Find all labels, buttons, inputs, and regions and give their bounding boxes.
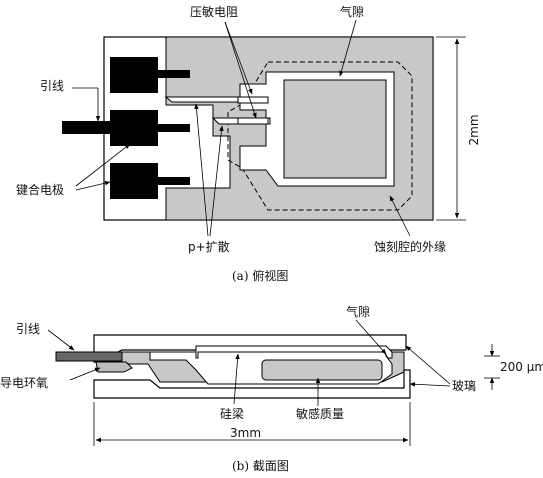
section-view: 200 μm 3mm 引线 气隙 导电环氧 玻璃 硅梁 敏感质量 (b) 截面图	[0, 304, 543, 473]
leader-piezo-a	[224, 21, 253, 95]
height-dim-label: 2mm	[467, 114, 481, 145]
electrode-pin-2	[158, 124, 190, 132]
leader-sec-glass-a	[405, 345, 451, 385]
width-dim-label: 3mm	[230, 426, 261, 440]
silicon-beam-label: 硅梁	[220, 406, 244, 421]
proof-mass-section	[261, 359, 383, 381]
section-view-caption: (b) 截面图	[232, 459, 289, 473]
p-diffusion-label: p+扩散	[188, 239, 230, 254]
conductive-epoxy-label: 导电环氧	[0, 376, 48, 390]
leader-electrode-a	[75, 143, 131, 187]
proof-mass-top	[283, 79, 387, 179]
lead-wire-label: 引线	[40, 79, 64, 93]
top-view-caption: (a) 俯视图	[232, 268, 288, 283]
silicon-beam-section	[195, 345, 393, 359]
sec-lead-wire-label: 引线	[16, 322, 40, 336]
bond-electrode-3	[110, 163, 158, 199]
top-view: 2mm 压敏电阻 气隙 引线 键合电极 p+扩散 蚀刻腔的外缘 (a) 俯视图	[16, 4, 481, 283]
piezoresistor-1	[237, 96, 269, 104]
leader-piezo-b	[224, 21, 257, 119]
air-gap-label: 气隙	[340, 4, 364, 19]
leader-sec-epoxy	[69, 367, 101, 381]
cavity-edge-label: 蚀刻腔的外缘	[374, 239, 446, 254]
conductive-epoxy	[95, 361, 133, 373]
etched-cavity-outline	[227, 61, 413, 211]
bond-electrode-2	[110, 110, 158, 146]
thickness-label: 200 μm	[500, 360, 543, 374]
bond-electrode-1	[110, 57, 158, 93]
lead-wire-section	[55, 351, 123, 362]
piezoresistor-label: 压敏电阻	[190, 4, 238, 19]
sec-air-gap-label: 气隙	[346, 304, 370, 319]
leader-sec-beam	[233, 353, 240, 405]
leader-cavity	[389, 195, 411, 237]
glass-bottom	[93, 369, 411, 399]
leader-electrode-b	[75, 180, 111, 191]
leader-pdiff-b	[209, 125, 224, 237]
glass-label: 玻璃	[452, 379, 476, 393]
bond-electrode-label: 键合电极	[16, 182, 64, 197]
leader-sec-lead	[47, 329, 75, 351]
electrode-pin-1	[158, 70, 190, 78]
leader-pdiff-a	[194, 103, 209, 237]
leader-sec-glass-b	[409, 382, 451, 387]
leader-sec-gap	[355, 319, 387, 355]
piezoresistor-2	[237, 117, 269, 125]
proof-mass-label: 敏感质量	[296, 406, 344, 421]
leader-gap	[339, 19, 357, 77]
electrode-pin-3	[158, 177, 190, 185]
lead-wire-top	[62, 121, 112, 134]
